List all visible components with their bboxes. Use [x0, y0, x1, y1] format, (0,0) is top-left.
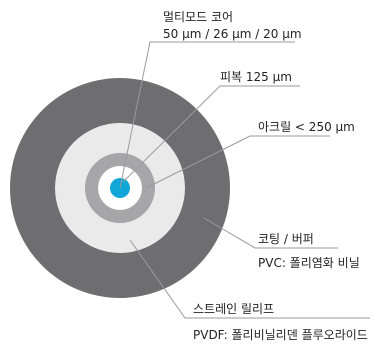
core-label: 멀티모드 코어: [163, 10, 233, 24]
cladding-label: 피복 125 µm: [220, 70, 292, 84]
core-sizes-label: 50 µm / 26 µm / 20 µm: [163, 27, 302, 41]
cladding-leader-line: [122, 85, 300, 183]
acrylic-label: 아크릴 < 250 µm: [258, 120, 355, 134]
strain-relief-label: 스트레인 릴리프: [193, 302, 274, 316]
coating-buffer-label: 코팅 / 버퍼: [258, 232, 314, 246]
coating-material-label: PVC: 폴리염화 비닐: [258, 256, 360, 270]
strain-relief-material-label: PVDF: 폴리비닐리덴 플루오라이드: [193, 328, 368, 342]
strain-relief-leader-line: [129, 239, 370, 319]
coating-leader-line: [203, 217, 338, 249]
acrylic-leader-line: [145, 135, 330, 189]
core-leader-line: [119, 41, 295, 189]
